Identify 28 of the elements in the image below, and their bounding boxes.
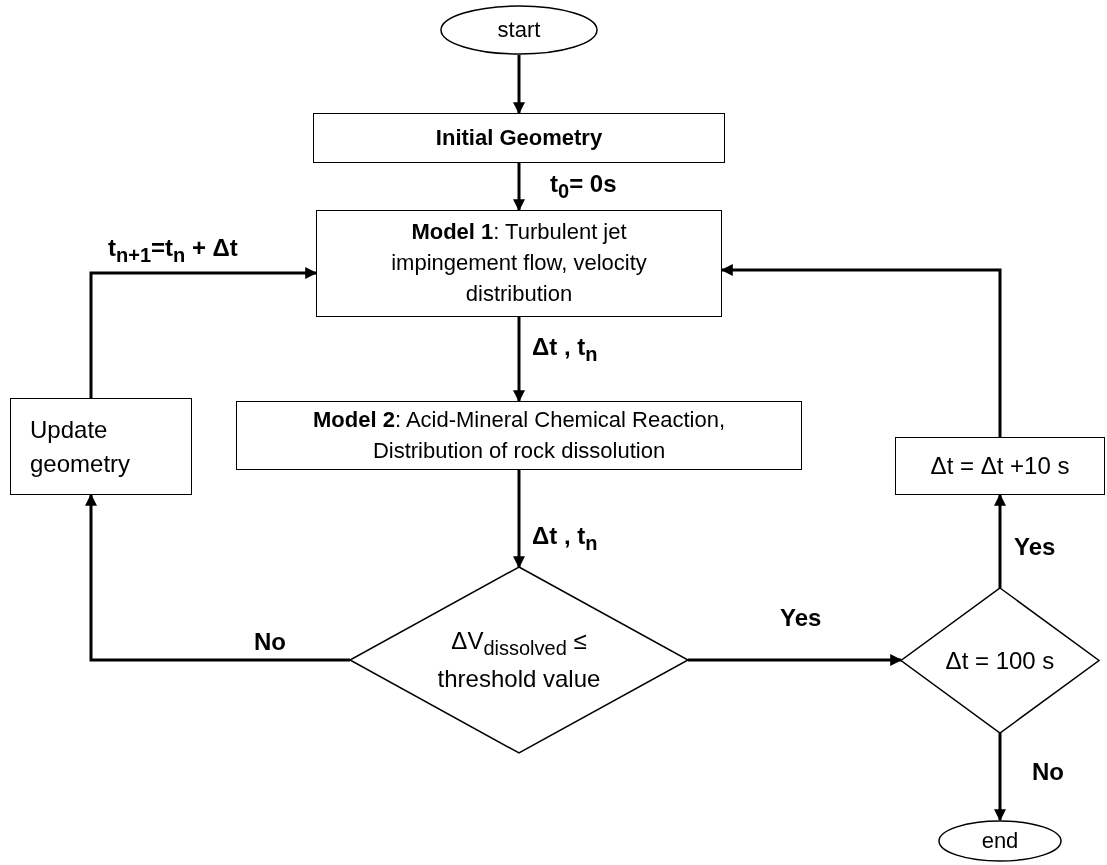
process-box — [895, 437, 1105, 495]
node-text: Update geometry — [29, 414, 132, 479]
end-terminal — [938, 820, 1062, 862]
node-text: Model 1: Turbulent jet impingement flow, velocity distribution — [390, 218, 648, 308]
node-text: Δt = Δt +10 s — [930, 451, 1070, 482]
node-text: ΔV$_{dissolved}$ ≤ threshold value — [436, 626, 602, 695]
arrow — [513, 55, 525, 115]
arrow — [994, 733, 1006, 822]
start-terminal — [440, 5, 598, 55]
node-text: Model 2: Acid-Mineral Chemical Reaction, Distribution of rock dissolution — [311, 405, 726, 465]
arrow — [720, 264, 1002, 437]
node-text: start — [497, 15, 541, 44]
process-box — [316, 210, 722, 317]
decision-diamond — [901, 588, 1099, 733]
arrow — [513, 317, 525, 403]
node-text: end — [981, 826, 1019, 855]
node-text: Initial Geometry — [435, 123, 603, 152]
arrow — [994, 493, 1006, 588]
process-box — [10, 398, 192, 495]
process-box — [313, 113, 725, 163]
arrow — [513, 163, 525, 212]
arrow — [85, 493, 350, 662]
node-text: Δt = 100 s — [945, 645, 1055, 676]
decision-diamond — [350, 567, 688, 753]
process-box — [236, 401, 802, 470]
arrow — [89, 267, 318, 398]
arrow — [513, 470, 525, 569]
arrow — [688, 654, 903, 666]
